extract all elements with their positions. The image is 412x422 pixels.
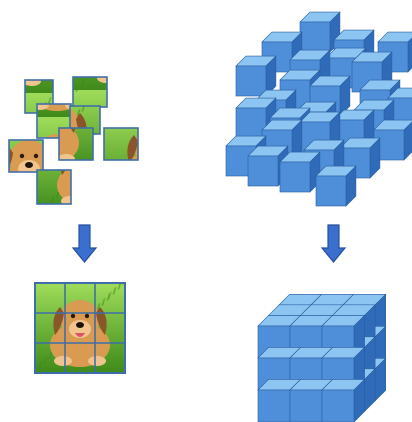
- unit-cube: [321, 378, 366, 422]
- down-arrow-right-icon: [320, 224, 347, 263]
- down-arrow-left-icon: [71, 224, 98, 263]
- cube: [309, 75, 351, 117]
- assembled-photo-grid: [34, 282, 126, 374]
- puzzle-tile: [58, 127, 94, 161]
- puzzle-tile: [72, 76, 108, 108]
- cube: [279, 151, 321, 193]
- assembled-cube-block: [257, 293, 387, 422]
- assembled-photo: [34, 282, 126, 374]
- puzzle-tile: [36, 169, 72, 205]
- cube: [235, 55, 277, 97]
- puzzle-tile: [36, 103, 72, 139]
- scattered-cubes: [225, 11, 412, 207]
- puzzle-tile: [103, 127, 139, 161]
- puzzle-tile: [8, 139, 44, 173]
- scattered-puzzle-tiles: [8, 76, 139, 205]
- cube: [315, 165, 357, 207]
